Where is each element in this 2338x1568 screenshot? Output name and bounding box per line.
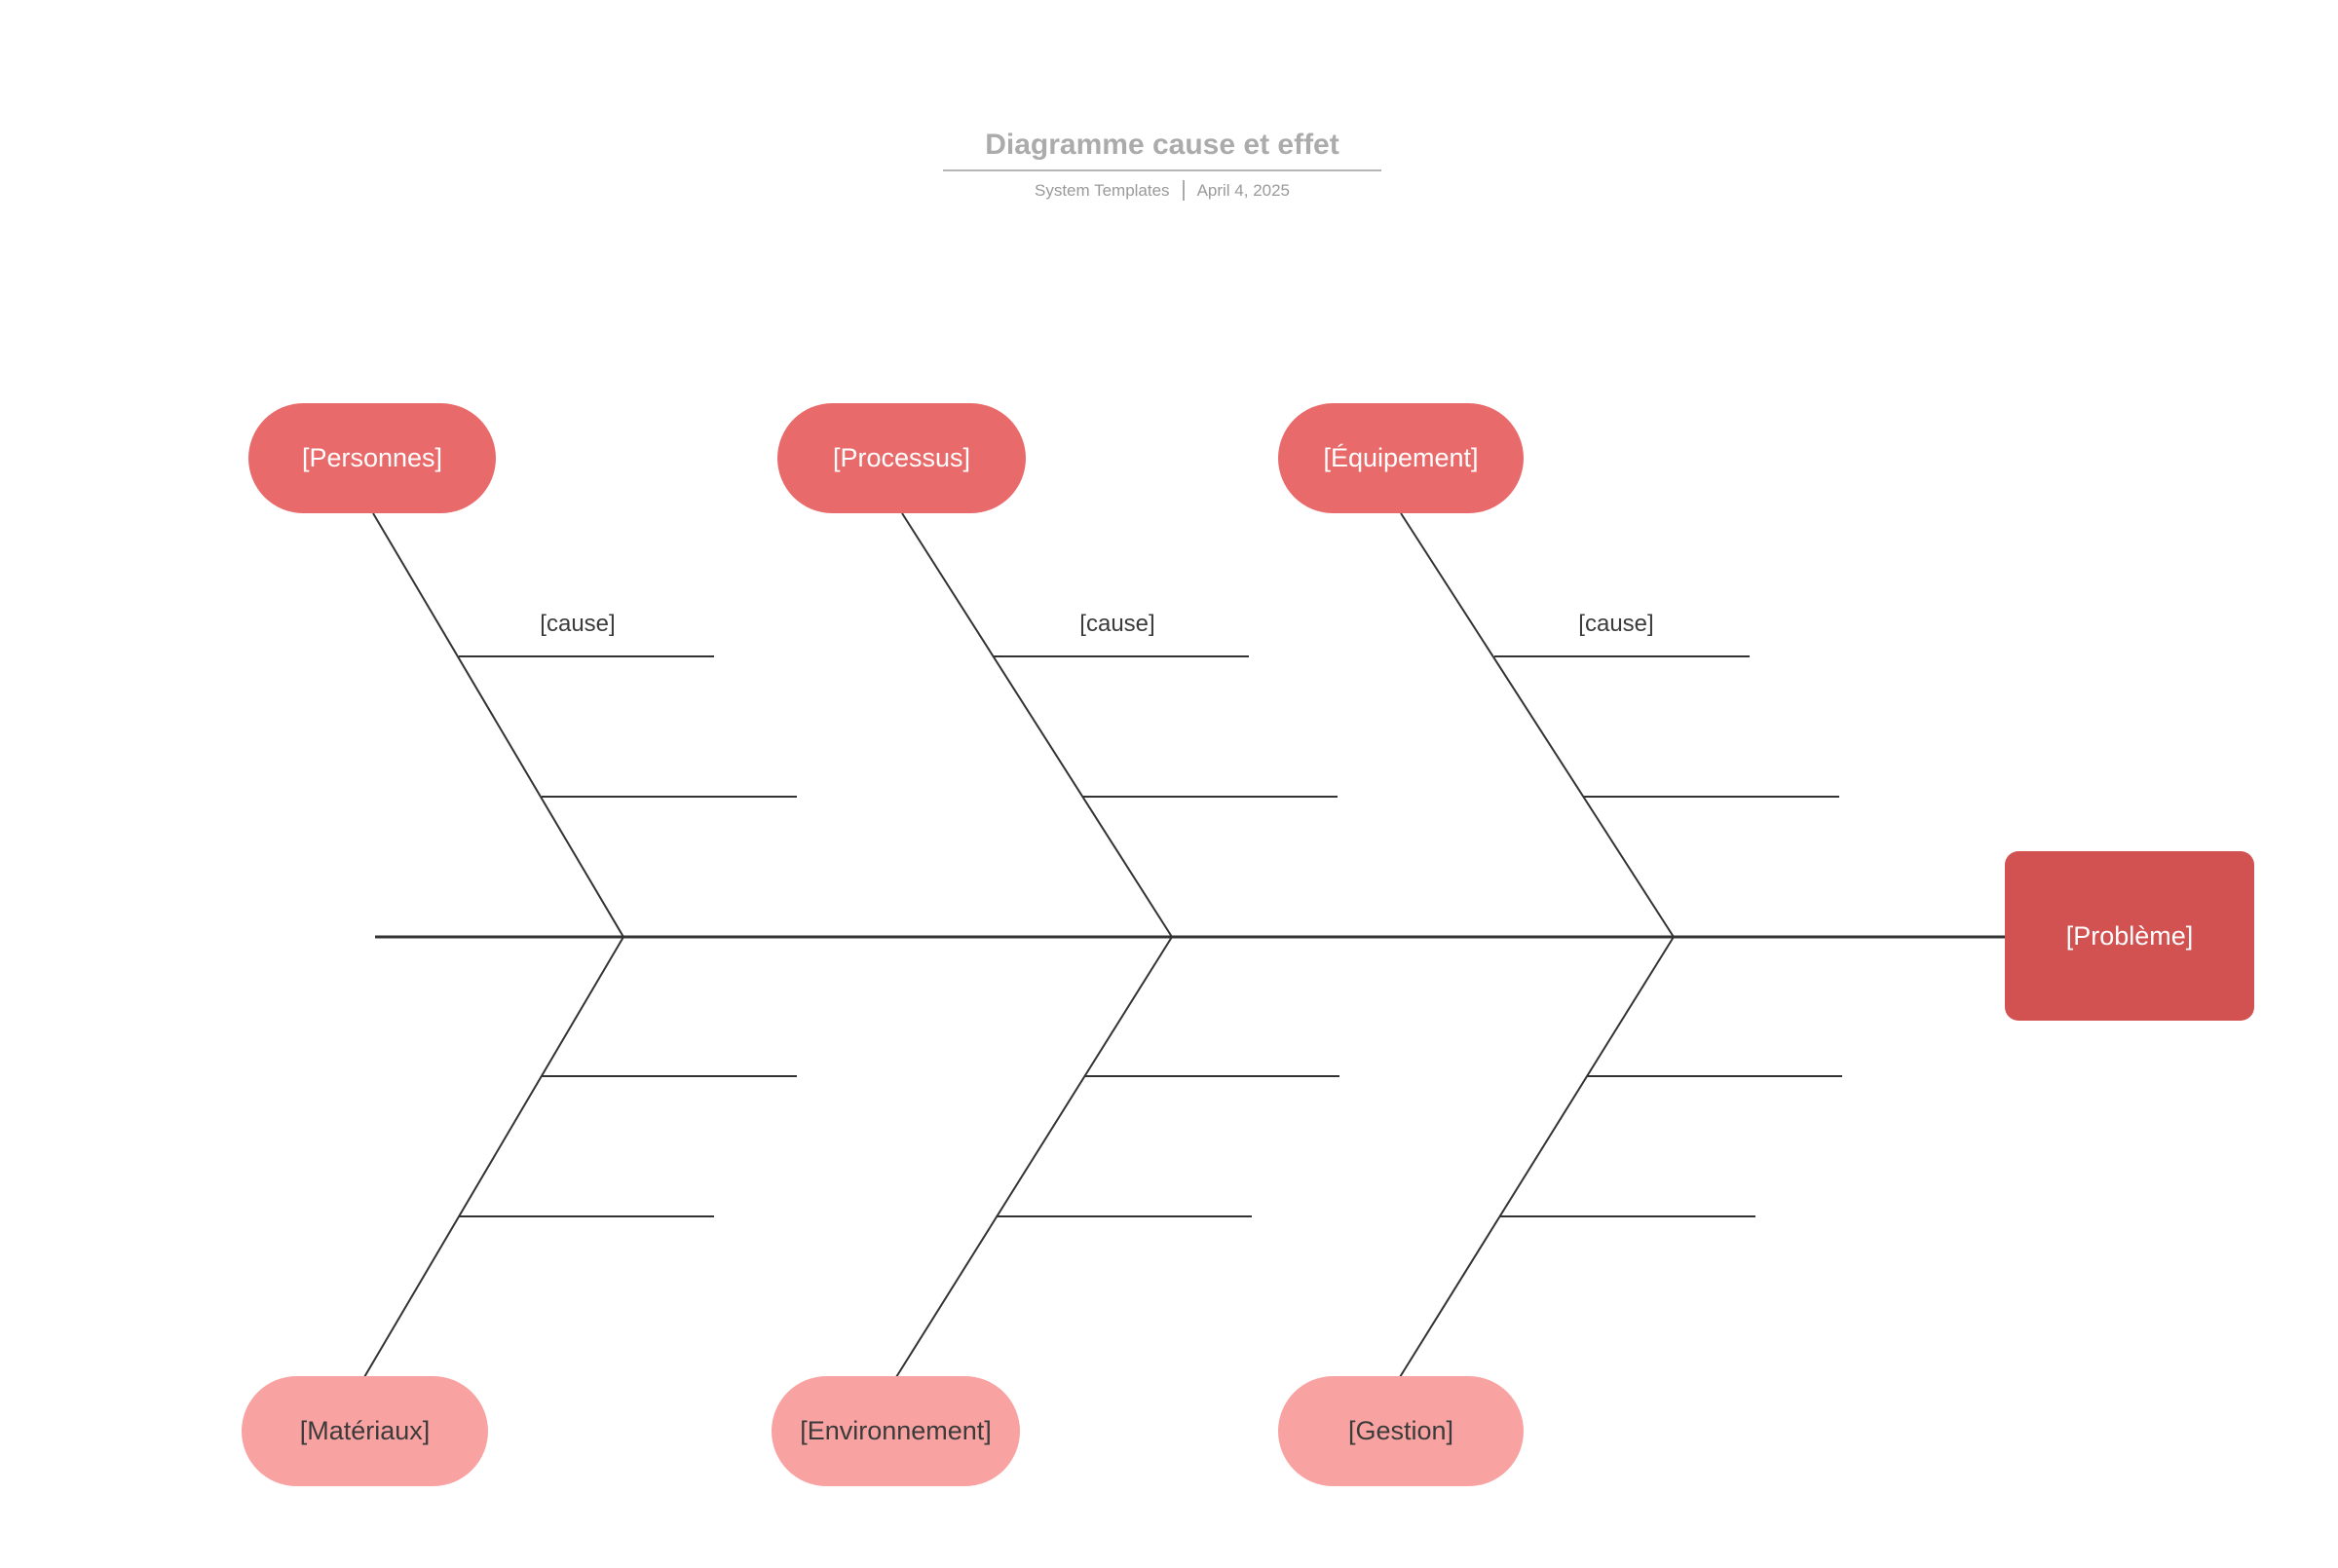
category-label-equipement: [Équipement] [1323, 443, 1479, 472]
diagram-title: Diagramme cause et effet [985, 129, 1339, 161]
category-label-materiaux: [Matériaux] [299, 1416, 431, 1445]
category-label-gestion: [Gestion] [1347, 1416, 1454, 1445]
branch-line-personnes [372, 512, 624, 938]
cause-placeholder-processus[interactable]: [cause] [1079, 611, 1155, 637]
diagram-date: April 4, 2025 [1196, 180, 1291, 200]
branch-line-processus [901, 512, 1173, 938]
category-node-equipement[interactable]: [Équipement] [1278, 403, 1524, 513]
category-node-personnes[interactable]: [Personnes] [248, 403, 496, 513]
branch-line-gestion [1399, 936, 1675, 1378]
branch-line-environnement [895, 936, 1173, 1378]
category-label-processus: [Processus] [832, 443, 971, 472]
category-label-personnes: [Personnes] [301, 443, 443, 472]
problem-label: [Problème] [2065, 920, 2194, 951]
branch-line-materiaux [363, 936, 624, 1378]
category-node-environnement[interactable]: [Environnement] [772, 1376, 1020, 1486]
category-node-gestion[interactable]: [Gestion] [1278, 1376, 1524, 1486]
cause-placeholder-equipement[interactable]: [cause] [1578, 611, 1654, 637]
diagram-subtitle: System Templates April 4, 2025 [943, 180, 1381, 201]
title-underline [943, 169, 1381, 171]
title-block: Diagramme cause et effet System Template… [943, 127, 1381, 201]
category-node-processus[interactable]: [Processus] [777, 403, 1026, 513]
branch-line-equipement [1400, 512, 1675, 938]
category-node-materiaux[interactable]: [Matériaux] [242, 1376, 488, 1486]
subtitle-separator-bar [1182, 180, 1185, 201]
category-label-environnement: [Environnement] [800, 1416, 992, 1445]
cause-placeholder-personnes[interactable]: [cause] [540, 611, 616, 637]
diagram-author: System Templates [1034, 180, 1170, 200]
problem-node[interactable]: [Problème] [2005, 851, 2254, 1021]
